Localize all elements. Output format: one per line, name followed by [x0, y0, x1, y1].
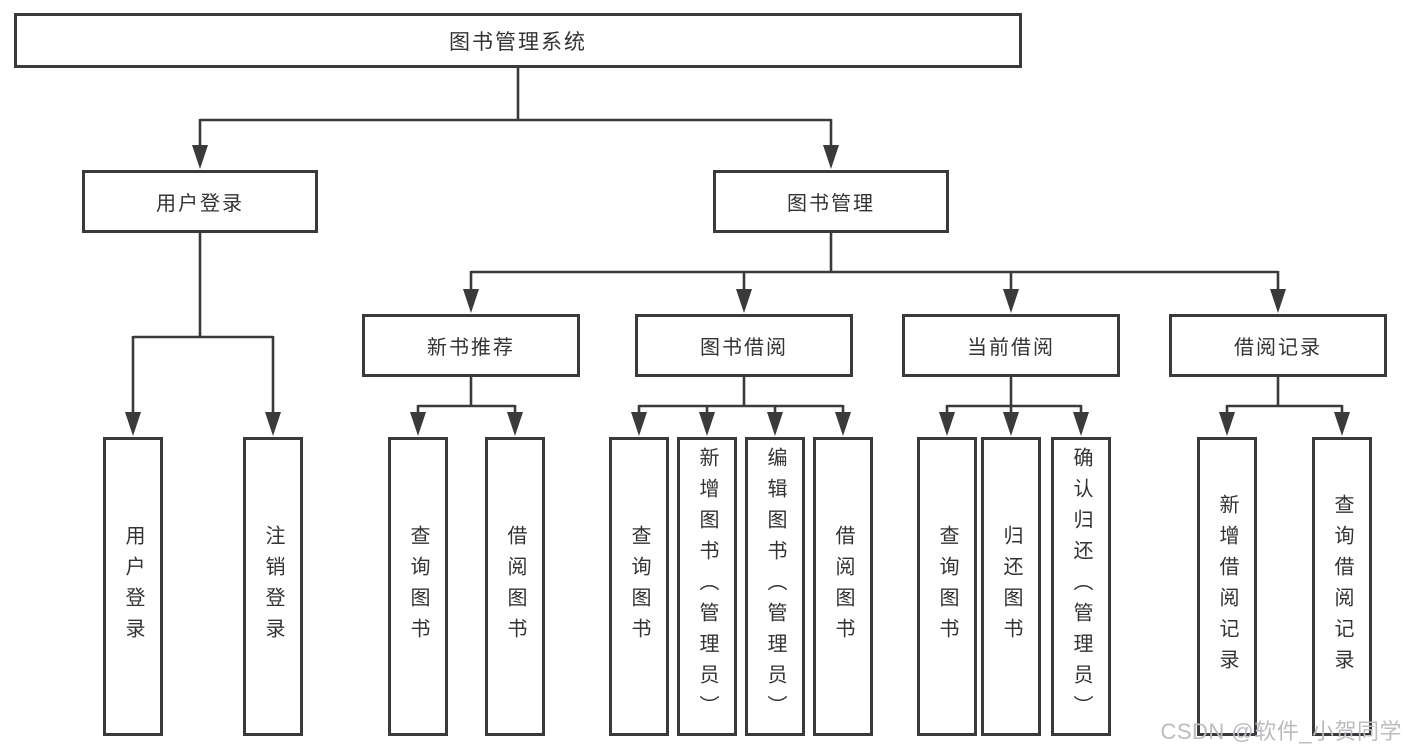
leaf-query-books-current: 查询图书	[917, 437, 977, 736]
leaf-confirm-return-admin: 确认归还（管理员）	[1051, 437, 1111, 736]
node-book-borrowing: 图书借阅	[635, 314, 853, 377]
leaf-return-book: 归还图书	[981, 437, 1041, 736]
node-borrowing-records: 借阅记录	[1169, 314, 1387, 377]
leaf-query-books-borrowing: 查询图书	[609, 437, 669, 736]
leaf-query-borrowing-record: 查询借阅记录	[1312, 437, 1372, 736]
node-current-borrowing: 当前借阅	[902, 314, 1120, 377]
leaf-user-login: 用户登录	[103, 437, 163, 736]
leaf-edit-book-admin: 编辑图书（管理员）	[745, 437, 805, 736]
leaf-add-borrowing-record: 新增借阅记录	[1197, 437, 1257, 736]
node-new-book-recommendation: 新书推荐	[362, 314, 580, 377]
node-user-login: 用户登录	[82, 170, 318, 233]
node-library-management-system: 图书管理系统	[14, 13, 1022, 68]
csdn-watermark: CSDN @软件_小贺同学	[1160, 719, 1402, 744]
leaf-query-books-recommend: 查询图书	[388, 437, 448, 736]
leaf-borrow-books-recommend: 借阅图书	[485, 437, 545, 736]
leaf-logout: 注销登录	[243, 437, 303, 736]
node-book-management: 图书管理	[713, 170, 949, 233]
leaf-add-book-admin: 新增图书（管理员）	[677, 437, 737, 736]
leaf-borrow-books-borrowing: 借阅图书	[813, 437, 873, 736]
